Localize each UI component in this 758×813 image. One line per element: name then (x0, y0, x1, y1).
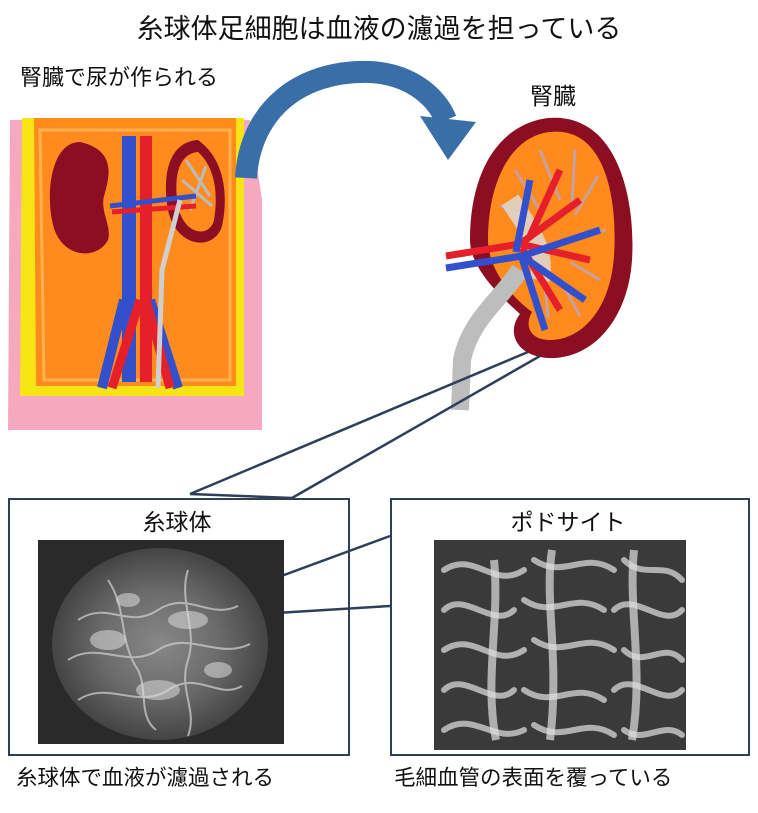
glomerulus-sem-image (38, 540, 284, 744)
podocyte-sem-image (434, 540, 686, 750)
kidney-cortex (488, 131, 615, 340)
renal-vein (445, 179, 602, 332)
aorta (140, 136, 152, 382)
kidney-label: 腎臓 (530, 84, 576, 110)
glomerulus-panel (8, 498, 350, 756)
glomerulus-title: 糸球体 (142, 510, 212, 536)
podocyte-caption: 毛細血管の表面を覆っている (394, 766, 673, 791)
podocyte-title: ポドサイト (510, 510, 626, 536)
body-illustration-label: 腎臓で尿が作られる (20, 66, 219, 91)
zoom-lines (189, 350, 541, 500)
enlarged-kidney (445, 117, 633, 411)
ureter (451, 264, 528, 411)
podocyte-panel (390, 498, 750, 756)
figure-title: 糸球体足細胞は血液の濾過を担っている (136, 14, 622, 45)
glomerulus-caption: 糸球体で血液が濾過される (16, 766, 275, 791)
curved-arrow (235, 60, 476, 179)
left-kidney (49, 142, 109, 254)
torso-illustration (8, 118, 262, 430)
